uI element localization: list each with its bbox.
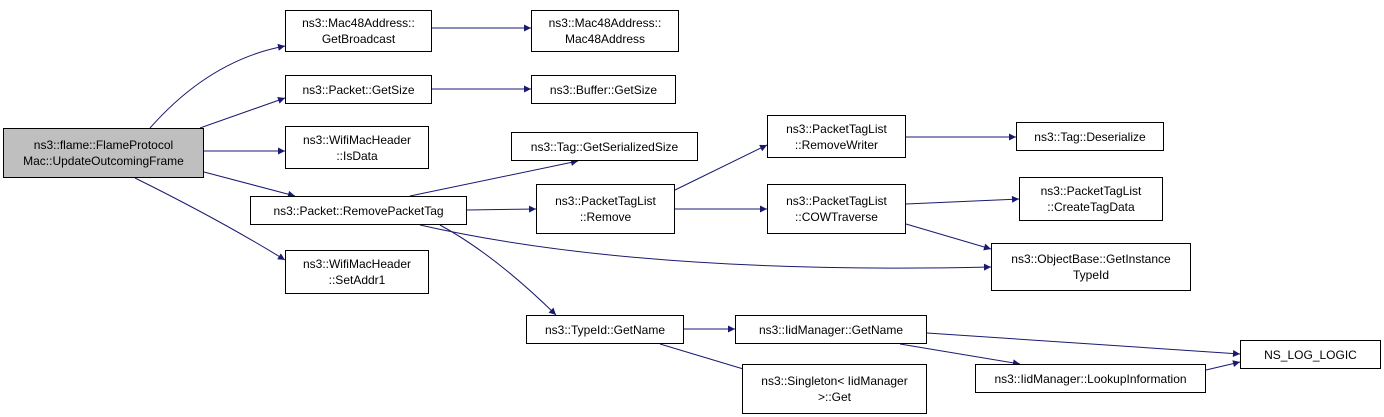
node-tag-getserializedsize: ns3::Tag::GetSerializedSize bbox=[511, 132, 698, 161]
edge-root-to-packet-getsize bbox=[199, 97, 286, 129]
node-label-line: TypeId bbox=[1072, 268, 1110, 282]
node-mac48-ctor: ns3::Mac48Address::Mac48Address bbox=[531, 10, 679, 52]
node-label-line: ns3::Packet::RemovePacketTag bbox=[273, 203, 444, 218]
node-label-line: ns3::Tag::GetSerializedSize bbox=[530, 139, 679, 154]
node-label-line: ns3::PacketTagList bbox=[1040, 184, 1142, 198]
node-label-line: GetBroadcast bbox=[321, 32, 396, 46]
edge-ptl-remove-to-ptl-removewriter bbox=[674, 144, 768, 191]
node-wifi-isdata: ns3::WifiMacHeader::IsData bbox=[285, 126, 429, 169]
node-label-line: ::COWTraverse bbox=[795, 210, 878, 224]
node-label-line: ::SetAddr1 bbox=[328, 273, 386, 287]
node-tag-deserialize: ns3::Tag::Deserialize bbox=[1016, 122, 1164, 151]
node-label-line: Mac48Address bbox=[564, 32, 646, 46]
node-label-line: ns3::PacketTagList bbox=[786, 121, 887, 136]
node-label-line: ns3::WifiMacHeader bbox=[302, 132, 412, 147]
node-label-line: ns3::Packet::GetSize bbox=[302, 82, 415, 97]
edge-root-to-wifi-setaddr1 bbox=[134, 177, 286, 261]
edge-packet-removepackettag-to-ptl-remove bbox=[466, 205, 537, 213]
node-label-line: ns3::flame::FlameProtocol bbox=[33, 138, 174, 152]
node-label-line: ns3::Tag::Deserialize bbox=[1034, 129, 1146, 144]
node-packet-getsize: ns3::Packet::GetSize bbox=[285, 75, 432, 104]
edge-iidmanager-lookupinformation-to-ns-log-logic bbox=[1205, 360, 1241, 371]
node-ptl-remove: ns3::PacketTagList::Remove bbox=[536, 184, 675, 234]
node-label-line: ns3::PacketTagList bbox=[555, 194, 656, 208]
edge-iidmanager-getname-to-iidmanager-lookupinformation bbox=[899, 343, 1021, 367]
node-label-line: ns3::Mac48Address:: bbox=[548, 16, 662, 30]
node-label-line: ::Remove bbox=[579, 210, 632, 224]
node-ptl-cowtraverse: ns3::PacketTagList::COWTraverse bbox=[767, 184, 906, 234]
node-mac48-getbroadcast: ns3::Mac48Address::GetBroadcast bbox=[285, 10, 432, 52]
node-label-line: Mac::UpdateOutcomingFrame bbox=[23, 154, 184, 168]
node-packet-removepackettag: ns3::Packet::RemovePacketTag bbox=[250, 196, 467, 225]
node-buffer-getsize: ns3::Buffer::GetSize bbox=[531, 75, 676, 104]
node-singleton-get: ns3::Singleton< IidManager>::Get bbox=[742, 364, 927, 414]
node-ptl-createtagdata: ns3::PacketTagList::CreateTagData bbox=[1019, 177, 1163, 221]
node-typeid-getname: ns3::TypeId::GetName bbox=[526, 315, 684, 344]
edge-root-to-packet-removepackettag bbox=[203, 171, 296, 198]
node-label-line: ns3::PacketTagList bbox=[786, 194, 887, 208]
node-label-line: ::CreateTagData bbox=[1047, 200, 1135, 214]
node-ptl-removewriter: ns3::PacketTagList::RemoveWriter bbox=[767, 115, 906, 158]
edge-ptl-cowtraverse-to-objectbase-getinstancetypeid bbox=[905, 223, 992, 251]
node-label-line: >::Get bbox=[817, 390, 852, 404]
node-label-line: ns3::Singleton< IidManager bbox=[761, 374, 908, 388]
node-label-line: ns3::TypeId::GetName bbox=[544, 322, 666, 337]
edge-ptl-cowtraverse-to-ptl-createtagdata bbox=[905, 195, 1020, 205]
node-label-line: ns3::Mac48Address:: bbox=[302, 16, 415, 30]
node-label-line: ns3::IidManager::GetName bbox=[758, 322, 904, 337]
edge-iidmanager-getname-to-ns-log-logic bbox=[926, 332, 1241, 358]
node-label-line: ns3::ObjectBase::GetInstance bbox=[1011, 252, 1171, 266]
node-ns-log-logic: NS_LOG_LOGIC bbox=[1240, 340, 1381, 369]
edge-packet-removepackettag-to-typeid-getname bbox=[439, 224, 557, 316]
edge-packet-removepackettag-to-objectbase-getinstancetypeid bbox=[419, 224, 992, 271]
node-label-line: ns3::WifiMacHeader bbox=[302, 257, 412, 271]
node-iidmanager-getname: ns3::IidManager::GetName bbox=[735, 315, 927, 344]
node-iidmanager-lookupinformation: ns3::IidManager::LookupInformation bbox=[975, 364, 1206, 393]
node-wifi-setaddr1: ns3::WifiMacHeader::SetAddr1 bbox=[285, 250, 429, 294]
edge-root-to-mac48-getbroadcast bbox=[149, 43, 286, 129]
node-label-line: ns3::Buffer::GetSize bbox=[549, 82, 658, 97]
node-label-line: ::IsData bbox=[336, 148, 378, 163]
edges bbox=[134, 24, 1241, 376]
node-label-line: ns3::IidManager::LookupInformation bbox=[994, 371, 1187, 386]
edge-packet-removepackettag-to-tag-getserializedsize bbox=[409, 159, 579, 197]
node-label-line: NS_LOG_LOGIC bbox=[1264, 347, 1357, 362]
node-label-line: ::RemoveWriter bbox=[794, 137, 879, 152]
